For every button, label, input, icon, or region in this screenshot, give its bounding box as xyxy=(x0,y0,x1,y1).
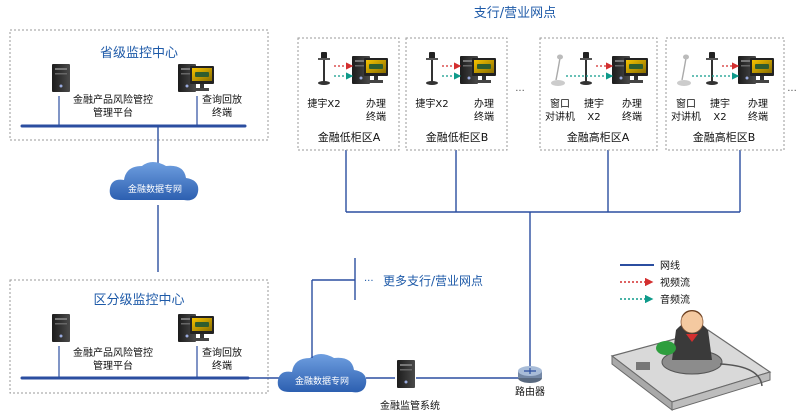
zone-high-a-name: 金融高柜区A xyxy=(567,130,630,144)
provincial-center-box xyxy=(9,29,269,141)
provincial-terminal-label-2: 终端 xyxy=(212,106,232,119)
legend: 网线 视频流 音频流 xyxy=(620,259,690,306)
zone-high-b-intercom-icon xyxy=(676,53,692,87)
branch-title: 支行/营业网点 xyxy=(474,6,556,21)
district-terminal-label-1: 查询回放 xyxy=(202,346,242,359)
zone-low-a-camera-icon xyxy=(318,52,330,85)
zone-low-a-device-2-line2: 终端 xyxy=(366,110,386,123)
zone-high-b-box xyxy=(665,37,785,151)
more-branches-label: 更多支行/营业网点 xyxy=(383,274,483,288)
zone-high-b-device-1-line1: 捷宇 xyxy=(710,97,730,110)
legend-net-line-label: 网线 xyxy=(660,259,680,272)
zone-high-b-terminal-icon xyxy=(738,56,774,84)
zone-high-a-camera-icon xyxy=(580,52,592,85)
district-terminal-icon xyxy=(178,314,214,342)
zone-low-a-terminal-icon xyxy=(352,56,388,84)
district-platform-server-icon xyxy=(52,314,70,342)
zone-low-b-box xyxy=(405,37,508,151)
cloud-label-lower: 金融数据专网 xyxy=(295,375,349,387)
provincial-terminal-label-1: 查询回放 xyxy=(202,93,242,106)
district-platform-label-1: 金融产品风险管控 xyxy=(73,346,153,359)
supervision-system-label: 金融监管系统 xyxy=(380,399,440,412)
zone-high-a-device-1-line1: 捷宇 xyxy=(584,97,604,110)
zone-high-a-device-0-line2: 对讲机 xyxy=(545,110,575,123)
cloud-label-upper: 金融数据专网 xyxy=(128,183,182,195)
data-network-cloud-lower: 金融数据专网 xyxy=(277,354,367,393)
zone-high-b-device-2-line1: 办理 xyxy=(748,97,768,110)
more-branches-ellipsis: ··· xyxy=(364,276,374,287)
zone-low-b-camera-icon xyxy=(426,52,438,85)
zone-low-b-device-2-line2: 终端 xyxy=(474,110,494,123)
district-center-box xyxy=(9,279,269,394)
provincial-platform-label-1: 金融产品风险管控 xyxy=(73,93,153,106)
legend-video-label: 视频流 xyxy=(660,276,690,289)
district-center-title: 区分级监控中心 xyxy=(93,293,184,308)
provincial-platform-server-icon xyxy=(52,64,70,92)
provincial-center-title: 省级监控中心 xyxy=(100,46,178,61)
district-terminal-label-2: 终端 xyxy=(212,359,232,372)
supervision-server-icon xyxy=(397,360,415,388)
zone-low-a-box xyxy=(297,37,400,151)
zone-high-a-intercom-icon xyxy=(550,53,566,87)
provincial-platform-label-2: 管理平台 xyxy=(93,106,133,119)
zone-low-a-device-1: 捷宇X2 xyxy=(307,97,340,110)
zone-high-b-name: 金融高柜区B xyxy=(693,130,756,144)
zones-ellipsis-1: ··· xyxy=(515,86,525,97)
zone-low-b-terminal-icon xyxy=(460,56,496,84)
zone-high-a-terminal-icon xyxy=(612,56,648,84)
zone-low-a-device-2-line1: 办理 xyxy=(366,97,386,110)
legend-audio-label: 音频流 xyxy=(660,293,690,306)
zone-high-b-device-0-line1: 窗口 xyxy=(676,97,696,110)
district-platform-label-2: 管理平台 xyxy=(93,359,133,372)
provincial-terminal-icon xyxy=(178,64,214,92)
zone-low-b-device-2-line1: 办理 xyxy=(474,97,494,110)
data-network-cloud-upper: 金融数据专网 xyxy=(109,162,199,201)
zones-ellipsis-2: ··· xyxy=(787,86,797,97)
zone-low-b-device-1: 捷宇X2 xyxy=(415,97,448,110)
zone-high-a-device-0-line1: 窗口 xyxy=(550,97,570,110)
zone-high-b-device-1-line2: X2 xyxy=(713,112,726,123)
router-label: 路由器 xyxy=(515,385,545,398)
zone-high-b-camera-icon xyxy=(706,52,718,85)
zone-low-a-name: 金融低柜区A xyxy=(318,130,381,144)
zone-high-a-device-1-line2: X2 xyxy=(587,112,600,123)
zone-high-a-device-2-line1: 办理 xyxy=(622,97,642,110)
zone-high-b-device-0-line2: 对讲机 xyxy=(671,110,701,123)
teller-illustration xyxy=(610,310,772,412)
zone-high-a-box xyxy=(539,37,658,151)
zone-high-b-device-2-line2: 终端 xyxy=(748,110,768,123)
router-icon xyxy=(518,366,542,383)
zone-high-a-device-2-line2: 终端 xyxy=(622,110,642,123)
zone-low-b-name: 金融低柜区B xyxy=(426,130,489,144)
